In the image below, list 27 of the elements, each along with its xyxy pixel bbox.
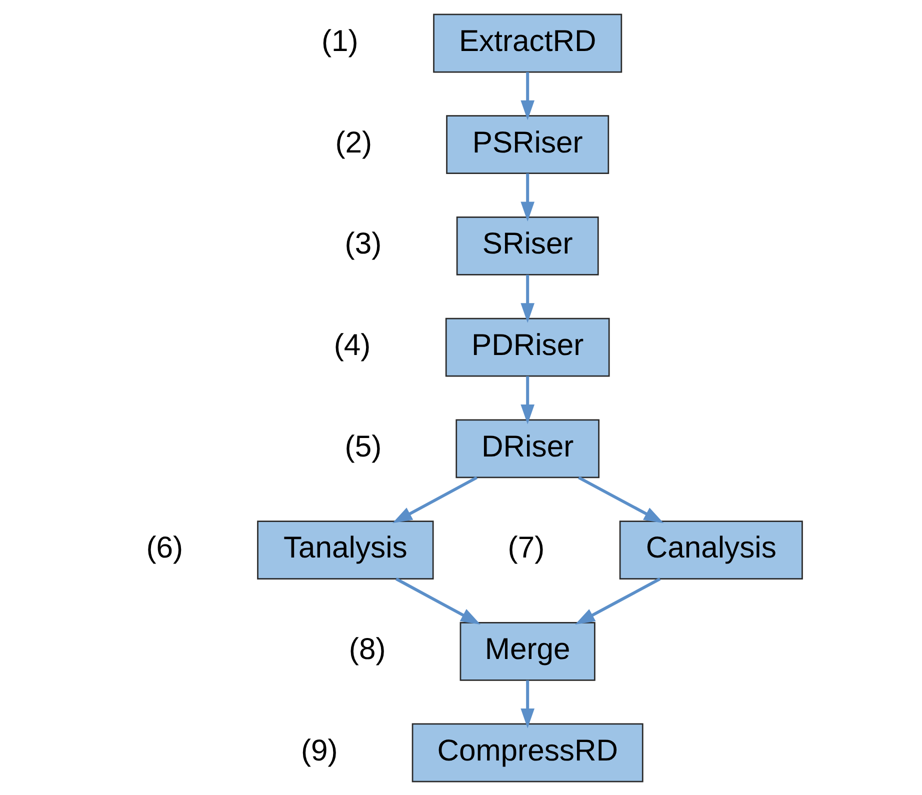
- node-label: (3): [344, 227, 382, 260]
- arrow: [574, 577, 660, 624]
- node-label: (5): [344, 430, 382, 463]
- node-box: DRiser: [455, 418, 599, 478]
- node-box: Canalysis: [618, 520, 802, 579]
- arrow: [520, 680, 534, 728]
- node-label: (4): [333, 328, 370, 362]
- arrow: [520, 172, 534, 221]
- arrow: [394, 577, 480, 624]
- arrow: [392, 476, 478, 523]
- arrow: [520, 274, 534, 322]
- node-box: Tanalysis: [256, 520, 434, 579]
- arrow: [578, 476, 664, 523]
- node-label: (7): [507, 531, 544, 564]
- node-box: SRiser: [456, 216, 598, 275]
- node-label: (8): [348, 632, 386, 666]
- node-label: (2): [334, 126, 372, 159]
- node-label: (1): [321, 24, 358, 58]
- node-box: ExtractRD: [432, 13, 622, 72]
- node-box: PDRiser: [444, 317, 610, 376]
- node-box: Merge: [459, 621, 595, 680]
- node-box: CompressRD: [411, 722, 643, 782]
- arrow: [520, 376, 534, 424]
- node-label: (6): [146, 531, 183, 564]
- node-box: PSRiser: [446, 114, 609, 174]
- arrow: [520, 72, 534, 120]
- node-label: (9): [300, 734, 338, 767]
